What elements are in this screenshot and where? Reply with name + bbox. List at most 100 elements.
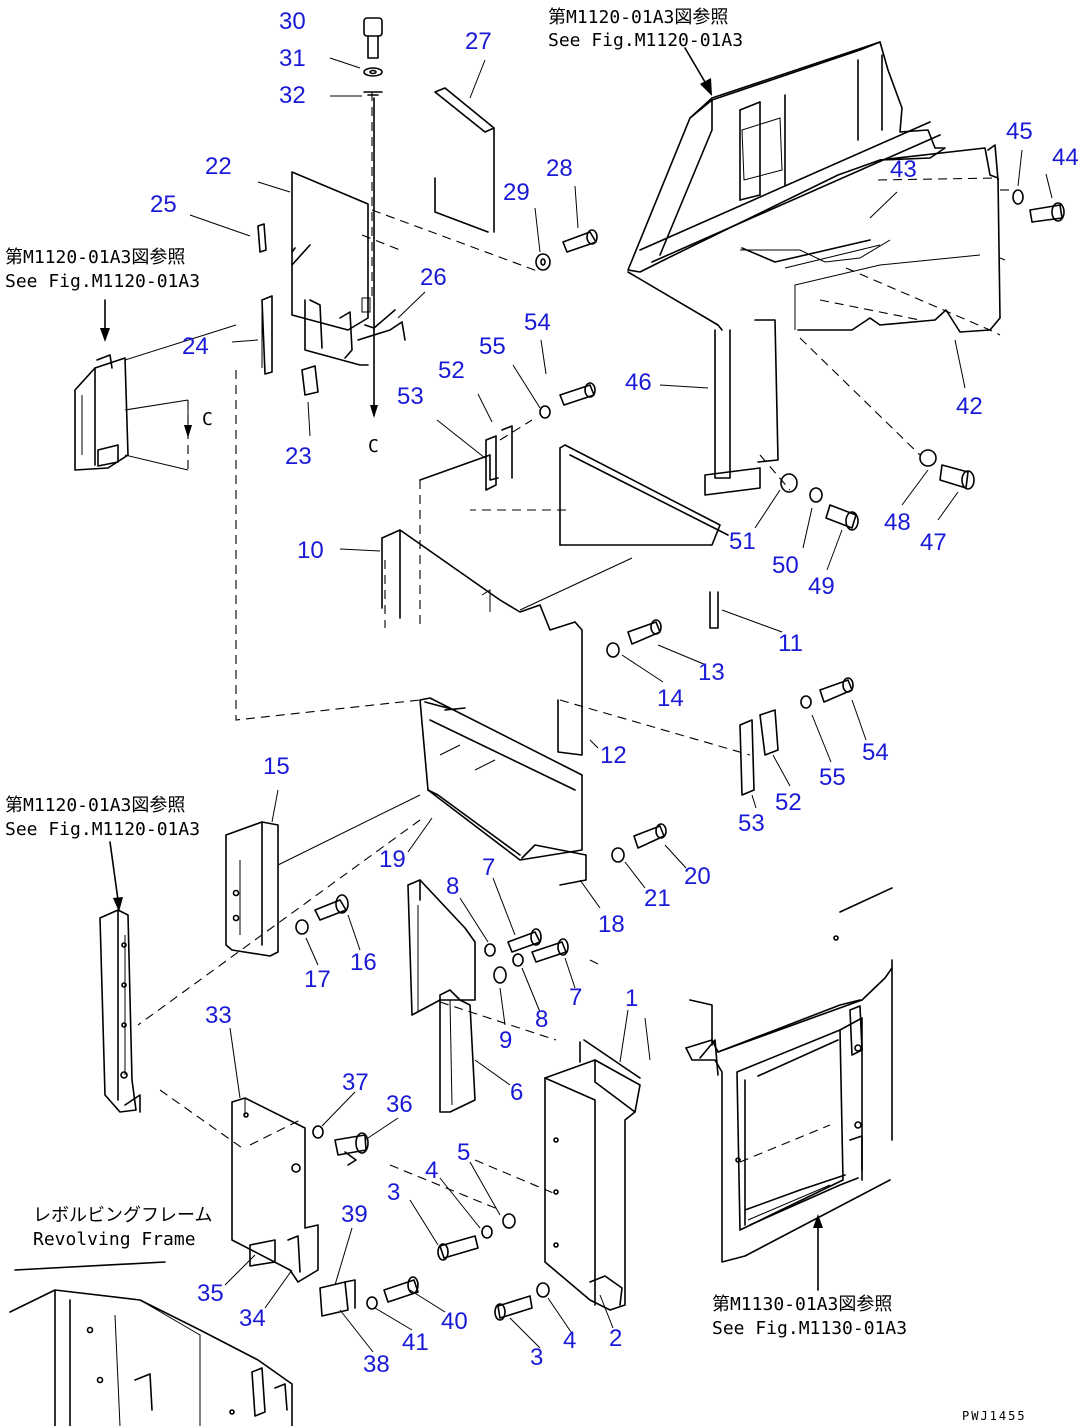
plate-33-drawing (231, 1097, 319, 1283)
callout-28: 28 (546, 155, 573, 182)
callout-50: 50 (772, 552, 799, 579)
callout-53: 53 (397, 383, 424, 410)
callout-8: 8 (535, 1006, 548, 1033)
bolt-44-drawing (1012, 189, 1065, 223)
bolts-13-20-54-drawing (539, 382, 854, 863)
cross-reference-hood: 第M1120-01A3図参照 See Fig.M1120-01A3 (548, 7, 743, 51)
bolt-30-drawing (363, 17, 383, 96)
callout-52: 52 (438, 357, 465, 384)
callout-38: 38 (363, 1351, 390, 1378)
bracket-6-drawing (407, 879, 476, 1113)
callout-31: 31 (279, 45, 306, 72)
callout-40: 40 (441, 1308, 468, 1335)
bolt-16-drawing (295, 894, 349, 935)
connection-ref-c: C (202, 409, 213, 430)
callout-23: 23 (285, 443, 312, 470)
bolt-36-drawing (312, 1125, 369, 1166)
cover-1-drawing (544, 1039, 641, 1311)
callout-24: 24 (182, 333, 209, 360)
left-hinge-bracket-drawing (74, 324, 237, 471)
callout-53: 53 (738, 810, 765, 837)
parts-line-art (9, 17, 1065, 1426)
callout-7: 7 (569, 984, 582, 1011)
callout-6: 6 (510, 1079, 523, 1106)
callout-54: 54 (862, 739, 889, 766)
bolts-3-4-5-drawing (437, 1213, 550, 1321)
callout-3: 3 (387, 1179, 400, 1206)
panel-10-drawing (381, 444, 729, 756)
cross-ref-jp: 第M1120-01A3図参照 (5, 795, 185, 816)
callout-27: 27 (465, 28, 492, 55)
callout-33: 33 (205, 1002, 232, 1029)
right-frame-drawing (685, 887, 893, 1263)
cross-ref-jp: 第M1120-01A3図参照 (548, 7, 728, 28)
cross-reference-rail: 第M1120-01A3図参照 See Fig.M1120-01A3 (5, 795, 200, 840)
bolts-7-8-9-drawing (484, 928, 569, 984)
callout-29: 29 (503, 179, 530, 206)
callout-47: 47 (920, 529, 947, 556)
cross-reference-frame: 第M1130-01A3図参照 See Fig.M1130-01A3 (712, 1294, 907, 1339)
callout-51: 51 (729, 528, 756, 555)
callout-36: 36 (386, 1091, 413, 1118)
callout-43: 43 (890, 156, 917, 183)
callout-5: 5 (457, 1139, 470, 1166)
callout-45: 45 (1006, 118, 1033, 145)
frame-label-en: Revolving Frame (33, 1229, 196, 1250)
callout-15: 15 (263, 753, 290, 780)
brackets-52-53-drawing (485, 425, 779, 796)
callout-19: 19 (379, 846, 406, 873)
callout-18: 18 (598, 911, 625, 938)
left-rail-drawing (99, 909, 141, 1113)
drawing-code: PWJ1455 (962, 1409, 1027, 1423)
callout-35: 35 (197, 1280, 224, 1307)
callout-9: 9 (499, 1027, 512, 1054)
callout-37: 37 (342, 1069, 369, 1096)
leader-lines (189, 57, 1053, 1353)
bracket-15-drawing (225, 794, 421, 957)
bracket-22-drawing (291, 171, 371, 366)
callout-44: 44 (1052, 144, 1079, 171)
callout-52: 52 (775, 789, 802, 816)
cross-ref-en: See Fig.M1120-01A3 (5, 271, 200, 292)
callout-8: 8 (446, 873, 459, 900)
callout-49: 49 (808, 573, 835, 600)
callout-42: 42 (956, 393, 983, 420)
callout-55: 55 (819, 764, 846, 791)
cross-ref-en: See Fig.M1120-01A3 (548, 30, 743, 51)
callout-21: 21 (644, 885, 671, 912)
reference-arrows (100, 47, 823, 1291)
bolt-25-drawing (257, 223, 267, 253)
bracket-38-39-drawing (319, 1276, 419, 1317)
bolts-47-51-drawing (780, 449, 975, 531)
callout-2: 2 (609, 1325, 622, 1352)
callout-41: 41 (402, 1329, 429, 1356)
bolt-28-drawing (535, 229, 598, 271)
revolving-frame-label: レボルビングフレーム Revolving Frame (33, 1205, 212, 1250)
frame-label-jp: レボルビングフレーム (33, 1205, 212, 1226)
assembly-dashed-lines (137, 92, 1010, 1211)
callout-32: 32 (279, 82, 306, 109)
callout-20: 20 (684, 863, 711, 890)
callout-55: 55 (479, 333, 506, 360)
cross-ref-en: See Fig.M1120-01A3 (5, 819, 200, 840)
callout-14: 14 (657, 685, 684, 712)
connection-ref-c: C (368, 436, 379, 457)
callout-3: 3 (530, 1344, 543, 1371)
callout-30: 30 (279, 8, 306, 35)
callout-10: 10 (297, 537, 324, 564)
callout-46: 46 (625, 369, 652, 396)
callout-1: 1 (625, 985, 638, 1012)
cross-ref-jp: 第M1130-01A3図参照 (712, 1294, 892, 1315)
callout-4: 4 (425, 1157, 438, 1184)
revolving-frame-drawing (9, 1261, 293, 1426)
callout-16: 16 (350, 949, 377, 976)
callout-22: 22 (205, 153, 232, 180)
callout-34: 34 (239, 1305, 266, 1332)
callout-54: 54 (524, 309, 551, 336)
callout-13: 13 (698, 659, 725, 686)
pad-23-drawing (301, 365, 319, 396)
callout-4: 4 (563, 1327, 576, 1354)
part-callouts: 30 31 32 27 22 25 26 24 23 29 28 45 44 4… (150, 8, 1079, 1378)
callout-26: 26 (420, 264, 447, 291)
